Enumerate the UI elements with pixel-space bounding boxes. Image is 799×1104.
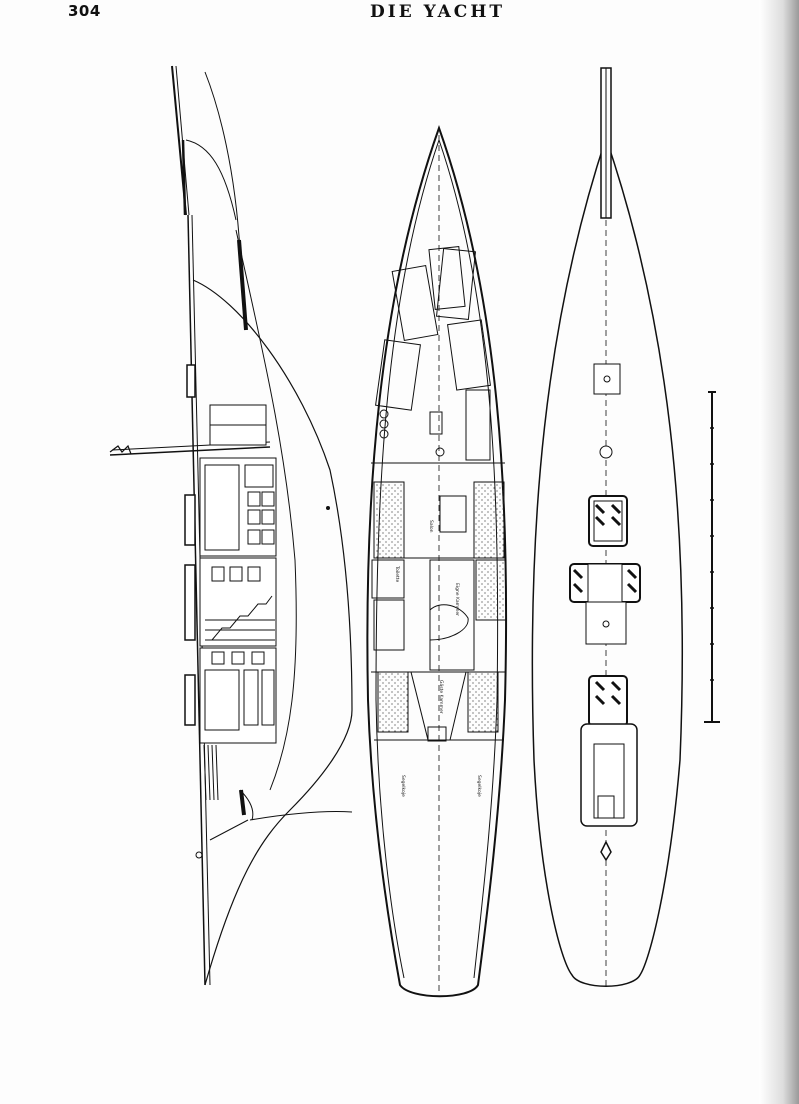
longitudinal-section-drawing xyxy=(109,65,353,986)
label-eignes-kammer: Eigne Kammer xyxy=(454,583,460,616)
label-segelkoje-stbd: Segelkoje xyxy=(476,775,482,797)
label-gaste-kammer: Gäste Kammer xyxy=(438,680,444,714)
label-salon: Salon xyxy=(428,520,434,533)
scale-bar xyxy=(704,391,720,723)
running-title: DIE YACHT xyxy=(370,2,506,22)
label-segelkoje-port: Segelkoje xyxy=(400,775,406,797)
label-toilette: Toilette xyxy=(394,565,400,583)
page-binding-shadow xyxy=(759,0,799,1104)
page-number: 304 xyxy=(68,2,101,20)
accommodation-plan-drawing: Salon Eigne Kammer Toilette Gäste Kammer… xyxy=(366,125,508,998)
deck-plan-drawing xyxy=(531,67,684,990)
